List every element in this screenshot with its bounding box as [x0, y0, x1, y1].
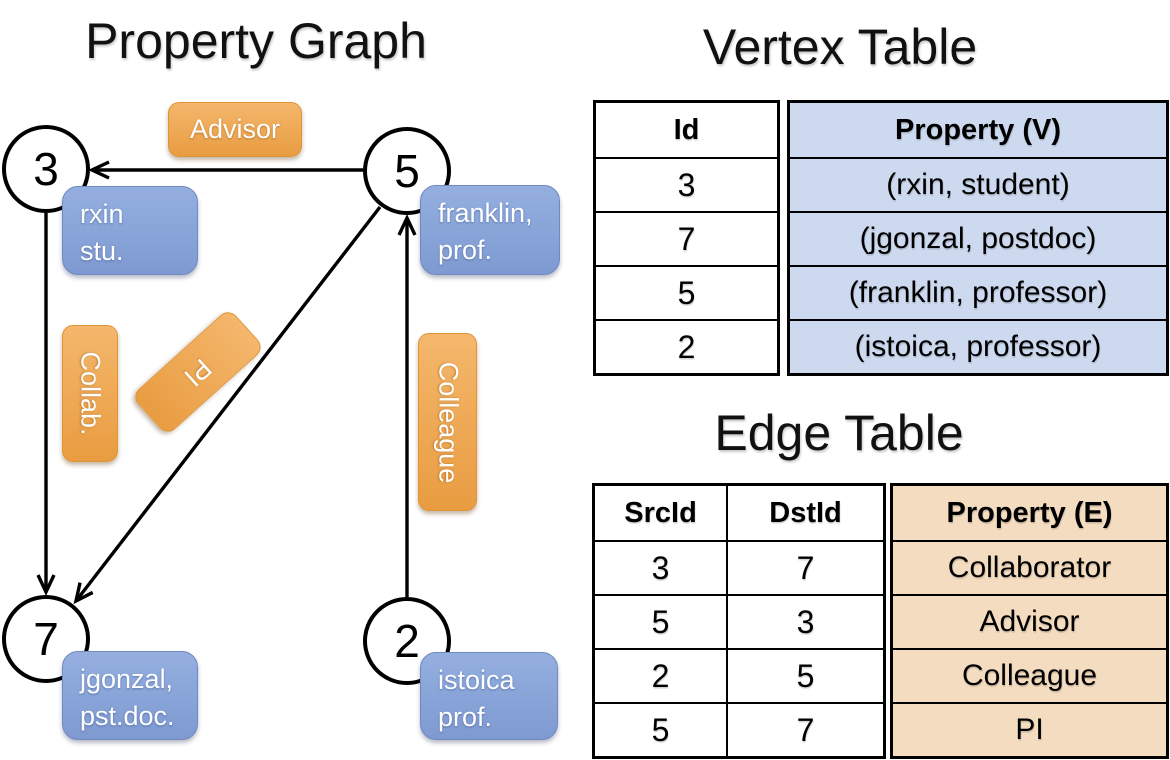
edge-label-text: Advisor [189, 114, 281, 144]
edge-label-collab: Collab. [62, 325, 118, 462]
graph-edges-canvas [36, 160, 417, 605]
edge-table-title: Edge Table [714, 405, 964, 461]
edge-label-text: Collab. [75, 351, 106, 436]
edge-label-text: Colleague [433, 361, 463, 483]
edge-label-advisor: Advisor [168, 102, 302, 157]
table-cell: Colleague [893, 648, 1166, 702]
table-cell: (rxin, student) [790, 157, 1166, 211]
edge-label-text: PI [178, 352, 218, 393]
table-cell: 2 [595, 648, 727, 702]
vertex-property-box-2: istoica prof. [420, 652, 558, 740]
table-cell: 5 [726, 648, 883, 702]
table-cell: 7 [726, 540, 883, 594]
edge-table-property-column: Property (E) Collaborator Advisor Collea… [890, 483, 1169, 759]
table-cell: (istoica, professor) [790, 319, 1166, 373]
property-line: franklin, [438, 198, 533, 228]
vertex-table-property-column: Property (V) (rxin, student) (jgonzal, p… [787, 100, 1169, 376]
property-line: jgonzal, [80, 664, 174, 694]
vertex-property-box-3: rxin stu. [62, 186, 198, 275]
edge-table-id-columns: SrcId DstId 3 7 5 3 2 5 5 7 [592, 483, 886, 759]
node-id-label: 2 [394, 615, 420, 667]
column-header: SrcId [624, 496, 697, 529]
table-cell: 3 [596, 157, 777, 211]
table-cell: (franklin, professor) [790, 265, 1166, 319]
table-cell: (jgonzal, postdoc) [790, 211, 1166, 265]
column-header: Property (E) [946, 496, 1113, 529]
property-line: prof. [438, 702, 493, 732]
table-cell: 3 [595, 540, 727, 594]
table-cell: 5 [596, 265, 777, 319]
table-cell: Advisor [893, 594, 1166, 648]
property-line: prof. [438, 235, 493, 265]
vertex-table-id-column: Id 3 7 5 2 [593, 100, 780, 376]
property-line: rxin [80, 199, 124, 229]
column-header: Property (V) [895, 113, 1061, 146]
table-cell: PI [893, 702, 1166, 756]
vertex-property-box-7: jgonzal, pst.doc. [62, 651, 198, 740]
table-cell: 5 [595, 702, 727, 756]
node-id-label: 5 [394, 145, 420, 197]
vertex-table-title: Vertex Table [702, 19, 978, 75]
node-id-label: 7 [33, 613, 59, 665]
edge-label-colleague: Colleague [418, 333, 477, 511]
table-cell: Collaborator [893, 540, 1166, 594]
property-line: pst.doc. [80, 701, 175, 731]
table-cell: 7 [726, 702, 883, 756]
property-line: stu. [80, 236, 124, 266]
table-cell: 5 [595, 594, 727, 648]
graph-node-5: 5 [363, 127, 451, 215]
property-graph-title: Property Graph [85, 13, 427, 69]
column-header: DstId [726, 486, 883, 540]
table-cell: 2 [596, 319, 777, 373]
column-header: Id [673, 113, 700, 146]
table-cell: 7 [596, 211, 777, 265]
node-id-label: 3 [33, 143, 59, 195]
property-line: istoica [438, 665, 515, 695]
graph-node-2: 2 [363, 597, 451, 685]
edge-pi-5-to-7 [73, 205, 382, 605]
vertex-property-box-5: franklin, prof. [420, 185, 560, 275]
table-cell: 3 [726, 594, 883, 648]
